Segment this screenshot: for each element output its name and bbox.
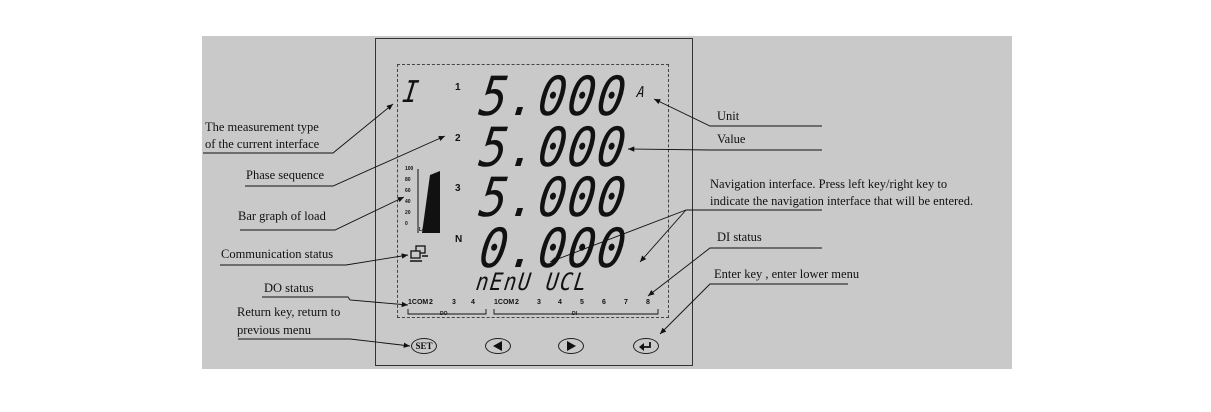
di-terminal-6: 6 <box>602 299 606 306</box>
set-button[interactable]: SET <box>411 338 437 354</box>
enter-arrow-icon <box>639 342 651 351</box>
di-terminal-4: 4 <box>558 299 562 306</box>
bar-tick-100: 100 <box>405 166 414 172</box>
annotation-do-status: DO status <box>264 281 314 295</box>
annotation-enter-key: Enter key , enter lower menu <box>714 267 860 281</box>
annotation-di-status: DI status <box>717 230 762 244</box>
right-button[interactable] <box>558 338 584 354</box>
di-terminal-5: 5 <box>580 299 584 306</box>
annotation-measurement-type-line1: The measurement type <box>205 120 319 134</box>
left-triangle-icon <box>493 341 502 351</box>
bar-tick-0: 0 <box>405 221 408 227</box>
phase-label-1: 1 <box>455 82 461 93</box>
bar-tick-60: 60 <box>405 188 411 194</box>
right-triangle-icon <box>567 341 576 351</box>
phase-label-2: 2 <box>455 133 461 144</box>
diagram-background <box>202 36 1012 369</box>
annotation-measurement-type-line2: of the current interface <box>205 137 320 151</box>
annotation-return-key-line1: Return key, return to <box>237 305 341 319</box>
bar-tick-40: 40 <box>405 199 411 205</box>
do-terminal-2: 2 <box>429 299 433 306</box>
di-terminal-8: 8 <box>646 299 650 306</box>
bar-tick-80: 80 <box>405 177 411 183</box>
annotation-navigation-line1: Navigation interface. Press left key/rig… <box>710 177 948 191</box>
di-terminal-3: 3 <box>537 299 541 306</box>
communication-status-icon <box>410 245 428 262</box>
di-terminal-7: 7 <box>624 299 628 306</box>
do-terminal-4: 4 <box>471 299 475 306</box>
annotation-return-key-line2: previous menu <box>237 323 311 337</box>
left-button[interactable] <box>485 338 511 354</box>
di-terminal-2: 2 <box>515 299 519 306</box>
enter-button[interactable] <box>633 338 659 354</box>
do-terminal-1com: 1COM <box>408 299 429 306</box>
do-terminal-3: 3 <box>452 299 456 306</box>
annotation-bar-graph: Bar graph of load <box>238 209 326 223</box>
annotation-unit: Unit <box>717 109 740 123</box>
annotation-communication-status: Communication status <box>221 247 334 261</box>
phase-label-n: N <box>455 234 463 245</box>
phase-label-3: 3 <box>455 183 461 194</box>
load-bar-graph <box>417 169 440 233</box>
annotation-navigation-line2: indicate the navigation interface that w… <box>710 194 974 208</box>
di-terminal-1com: 1COM <box>494 299 515 306</box>
bar-load-label: Load% <box>419 227 436 233</box>
lcd-display <box>397 64 669 318</box>
meter-front-panel <box>375 38 693 366</box>
bar-tick-20: 20 <box>405 210 411 216</box>
annotation-value: Value <box>717 132 746 146</box>
annotation-phase-sequence: Phase sequence <box>246 168 325 182</box>
